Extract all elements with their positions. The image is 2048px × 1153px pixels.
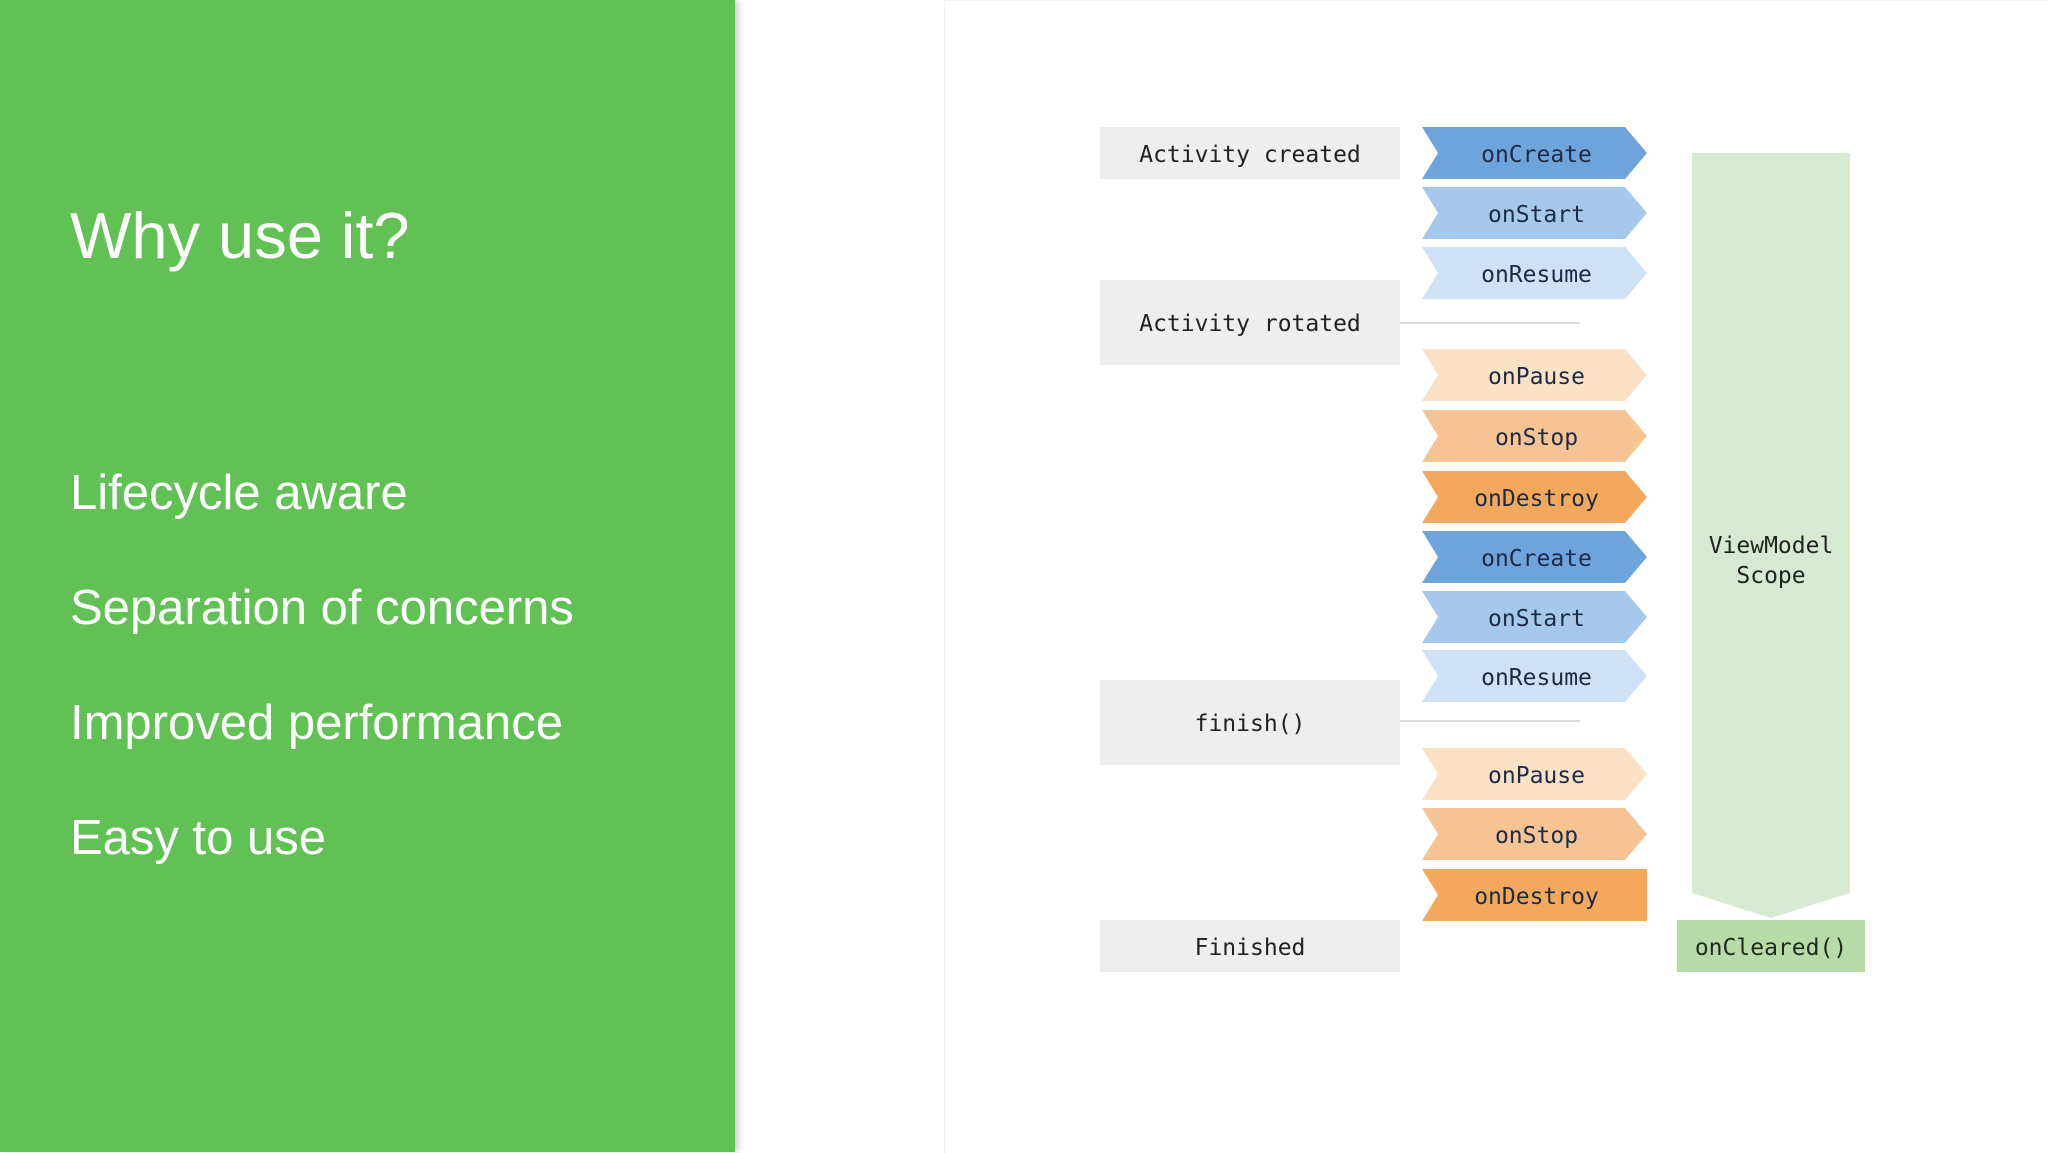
event-box: [1100, 920, 1400, 972]
callback-chevron: [1422, 650, 1647, 702]
bullet-list: Lifecycle aware Separation of concerns I…: [70, 462, 574, 922]
callback-chevron: [1422, 349, 1647, 401]
callback-onresume: onResume: [1422, 650, 1647, 702]
callback-onstop: onStop: [1422, 410, 1647, 462]
callback-label: onPause: [1488, 763, 1585, 789]
callback-label: onResume: [1481, 665, 1592, 691]
callback-chevron: [1422, 471, 1647, 523]
callback-ondestroy: onDestroy: [1422, 869, 1647, 921]
title-panel: Why use it? Lifecycle aware Separation o…: [0, 0, 735, 1152]
event-box: [1100, 127, 1400, 179]
callback-label: onPause: [1488, 364, 1585, 390]
bullet-item: Separation of concerns: [70, 581, 574, 635]
callback-label: onCreate: [1481, 546, 1592, 572]
callback-onpause: onPause: [1422, 349, 1647, 401]
callback-column: onCreate onStart onResume onPause onStop…: [1422, 127, 1647, 921]
callback-label: onStop: [1495, 425, 1578, 451]
scope-label: Scope: [1736, 563, 1805, 589]
event-label: Activity created: [1139, 142, 1361, 168]
callback-label: onStart: [1488, 606, 1585, 632]
scope-label: ViewModel: [1709, 533, 1834, 559]
callback-chevron: [1422, 410, 1647, 462]
viewmodel-scope: ViewModel Scope: [1692, 153, 1850, 918]
bullet-item: Lifecycle aware: [70, 466, 408, 520]
callback-label: onCreate: [1481, 142, 1592, 168]
callback-chevron: [1422, 127, 1647, 179]
event-activity-rotated: Activity rotated: [1100, 280, 1400, 365]
event-label: Finished: [1195, 935, 1306, 961]
cleared-box: [1677, 920, 1865, 972]
callback-chevron: [1422, 531, 1647, 583]
scope-arrow: [1692, 153, 1850, 918]
callback-label: onStart: [1488, 202, 1585, 228]
cleared-label: onCleared(): [1695, 935, 1847, 961]
callback-chevron: [1422, 748, 1647, 800]
callback-onresume: onResume: [1422, 247, 1647, 299]
event-box: [1100, 280, 1400, 365]
bullet-item: Improved performance: [70, 696, 563, 750]
bullet-item: Easy to use: [70, 811, 327, 865]
slide-title: Why use it?: [70, 199, 410, 272]
event-finish: finish(): [1100, 680, 1400, 765]
callback-oncreate: onCreate: [1422, 531, 1647, 583]
callback-label: onResume: [1481, 262, 1592, 288]
callback-oncreate: onCreate: [1422, 127, 1647, 179]
callback-chevron: [1422, 869, 1647, 921]
event-box: [1100, 680, 1400, 765]
callback-chevron: [1422, 187, 1647, 239]
callback-label: onDestroy: [1474, 486, 1599, 512]
event-activity-created: Activity created: [1100, 127, 1400, 179]
callback-onstop: onStop: [1422, 808, 1647, 860]
callback-chevron: [1422, 808, 1647, 860]
callback-chevron: [1422, 247, 1647, 299]
callback-label: onStop: [1495, 823, 1578, 849]
callback-onstart: onStart: [1422, 591, 1647, 643]
callback-ondestroy: onDestroy: [1422, 471, 1647, 523]
callback-label: onDestroy: [1474, 884, 1599, 910]
event-finished: Finished: [1100, 920, 1400, 972]
callback-onstart: onStart: [1422, 187, 1647, 239]
event-label: finish(): [1195, 711, 1306, 737]
event-label: Activity rotated: [1139, 311, 1361, 337]
callback-chevron: [1422, 591, 1647, 643]
callback-onpause: onPause: [1422, 748, 1647, 800]
oncleared-box: onCleared(): [1677, 920, 1865, 972]
